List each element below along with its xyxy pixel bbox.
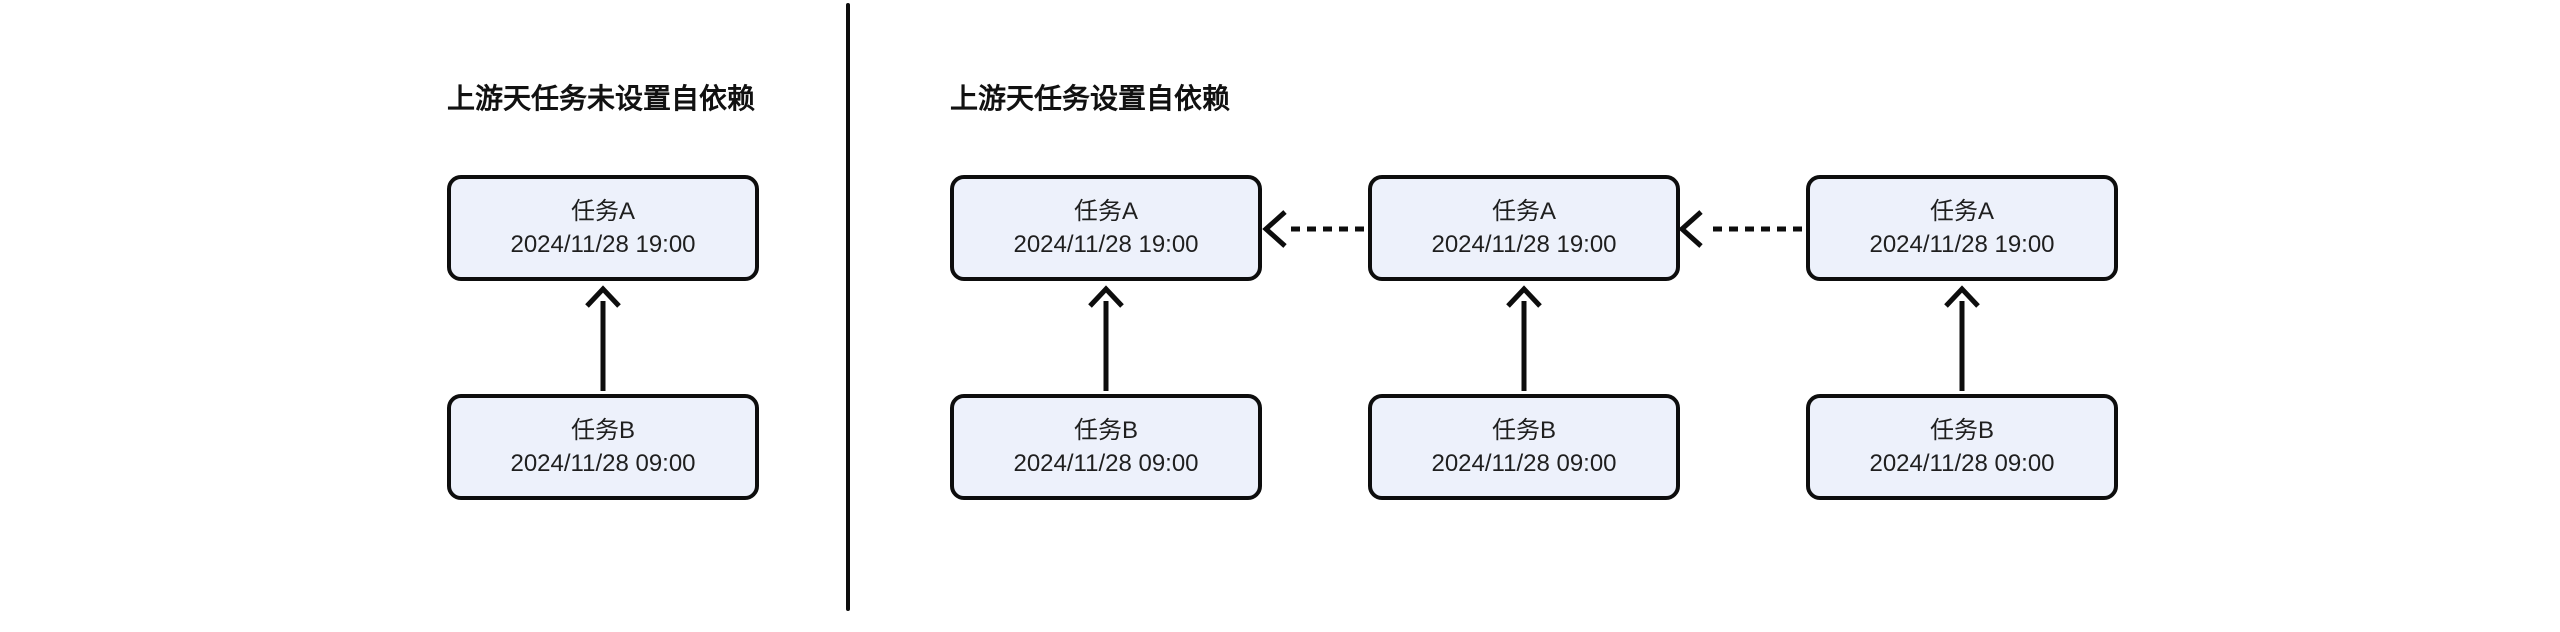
task-time: 2024/11/28 09:00 [1869, 450, 2055, 477]
task-time: 2024/11/28 19:00 [510, 231, 696, 258]
dashed-left-arrow-icon [1678, 210, 1802, 248]
task-time: 2024/11/28 09:00 [1013, 450, 1199, 477]
task-time: 2024/11/28 19:00 [1013, 231, 1199, 258]
task-time: 2024/11/28 19:00 [1869, 231, 2055, 258]
task-time: 2024/11/28 09:00 [510, 450, 696, 477]
solid-up-arrow-icon [585, 285, 621, 391]
task-node-b: 任务B 2024/11/28 09:00 [1368, 394, 1680, 500]
task-time: 2024/11/28 19:00 [1431, 231, 1617, 258]
task-name: 任务B [1929, 417, 1994, 444]
right-section-title: 上游天任务设置自依赖 [950, 83, 1231, 114]
left-section-title: 上游天任务未设置自依赖 [447, 83, 756, 114]
solid-up-arrow-icon [1944, 285, 1980, 391]
task-name: 任务A [570, 198, 635, 225]
task-node-b: 任务B 2024/11/28 09:00 [1806, 394, 2118, 500]
task-name: 任务B [1073, 417, 1138, 444]
task-name: 任务A [1073, 198, 1138, 225]
task-time: 2024/11/28 09:00 [1431, 450, 1617, 477]
task-node-a: 任务A 2024/11/28 19:00 [1806, 175, 2118, 281]
task-node-b: 任务B 2024/11/28 09:00 [950, 394, 1262, 500]
task-node-a: 任务A 2024/11/28 19:00 [447, 175, 759, 281]
dashed-left-arrow-icon [1262, 210, 1364, 248]
section-divider-line [846, 3, 850, 611]
task-name: 任务A [1491, 198, 1556, 225]
solid-up-arrow-icon [1506, 285, 1542, 391]
task-node-a: 任务A 2024/11/28 19:00 [1368, 175, 1680, 281]
task-name: 任务A [1929, 198, 1994, 225]
task-name: 任务B [570, 417, 635, 444]
task-node-a: 任务A 2024/11/28 19:00 [950, 175, 1262, 281]
task-name: 任务B [1491, 417, 1556, 444]
task-node-b: 任务B 2024/11/28 09:00 [447, 394, 759, 500]
solid-up-arrow-icon [1088, 285, 1124, 391]
